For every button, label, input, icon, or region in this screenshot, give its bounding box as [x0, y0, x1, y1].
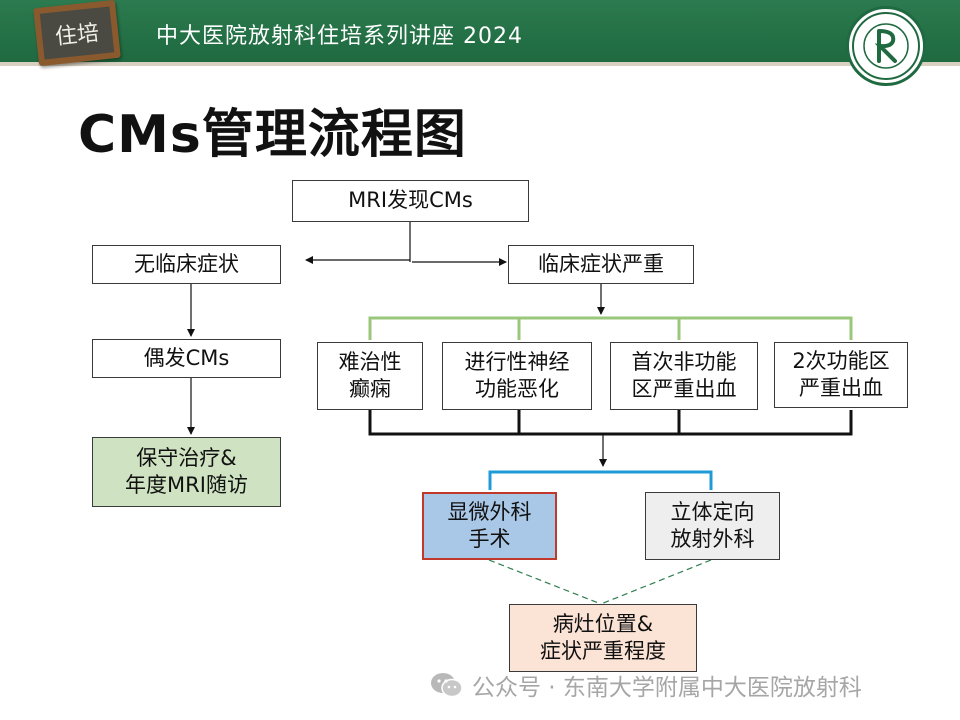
banner-title: 中大医院放射科住培系列讲座 2024 — [156, 24, 523, 49]
header-stripe — [0, 62, 960, 66]
node-no-symptom: 无临床症状 — [92, 245, 281, 284]
node-decision-factors: 病灶位置& 症状严重程度 — [509, 604, 697, 672]
node-refractory-epilepsy: 难治性 癫痫 — [317, 342, 423, 410]
node-mri-finding: MRI发现CMs — [292, 180, 529, 222]
node-second-bleed: 2次功能区 严重出血 — [774, 342, 908, 408]
node-neuro-decline: 进行性神经 功能恶化 — [442, 342, 592, 410]
node-severe-symptom: 临床症状严重 — [508, 245, 694, 284]
node-microsurgery: 显微外科 手术 — [422, 492, 557, 560]
node-radiosurgery: 立体定向 放射外科 — [645, 492, 780, 560]
wechat-icon — [431, 673, 463, 698]
header-banner — [0, 0, 960, 62]
node-incidental-cms: 偶发CMs — [92, 339, 281, 378]
watermark: 公众号 · 东南大学附属中大医院放射科 — [430, 668, 862, 702]
page-title: CMs管理流程图 — [78, 105, 467, 165]
hospital-logo — [846, 6, 926, 86]
node-conservative-treatment: 保守治疗& 年度MRI随访 — [92, 437, 281, 507]
watermark-text: 公众号 · 东南大学附属中大医院放射科 — [472, 675, 862, 701]
node-first-bleed: 首次非功能 区严重出血 — [610, 342, 758, 410]
